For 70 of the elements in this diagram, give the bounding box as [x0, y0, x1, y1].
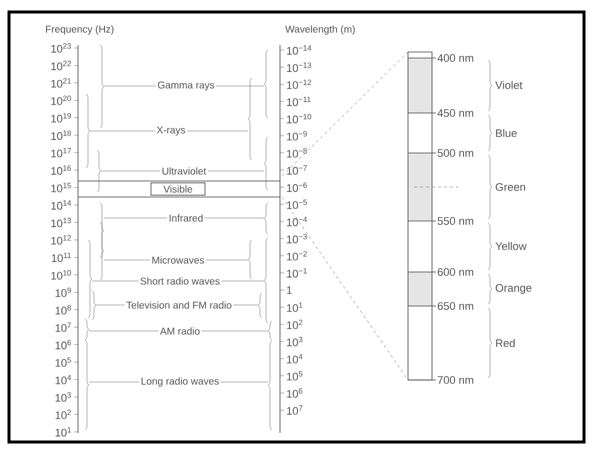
wavelength-label: 700 nm	[438, 376, 474, 384]
tick-label: 10$^{3}$	[56, 392, 71, 402]
tick-label: 10$^{7}$	[56, 322, 71, 332]
color-label: Blue	[496, 128, 517, 138]
tick-label: 10$^{2}$	[287, 320, 302, 330]
tick-label: 10$^{12}$	[51, 235, 71, 245]
tick-label: 10$^{19}$	[51, 113, 71, 123]
tick-label: 10$^{18}$	[51, 130, 71, 140]
tick-label: 10$^{8}$	[56, 305, 71, 315]
tick-label: 10$^{22}$	[51, 60, 71, 70]
axis-title: Wavelength (m)	[285, 25, 355, 35]
band-label: AM radio	[158, 326, 202, 336]
tick-label: 10$^{4}$	[56, 374, 72, 384]
tick-label: 10$^{14}$	[51, 200, 72, 210]
wavelength-label: 500 nm	[438, 149, 474, 157]
wavelength-label: 600 nm	[438, 268, 474, 276]
tick-label: 10$^{−9}$	[287, 131, 307, 141]
tick-label: 10$^{16}$	[51, 165, 71, 175]
tick-label: 10$^{6}$	[56, 340, 71, 350]
color-label: Orange	[496, 284, 532, 294]
tick-label: 10$^{−7}$	[287, 165, 307, 175]
tick-label: 10$^{−12}$	[287, 80, 312, 90]
tick-label: 10$^{−10}$	[287, 114, 312, 124]
tick-label: 10$^{21}$	[51, 78, 71, 88]
tick-label: 10$^{−4}$	[287, 216, 307, 226]
tick-label: 10$^{1}$	[287, 302, 302, 312]
band-label: Short radio waves	[138, 276, 222, 286]
tick-label: 10$^{−6}$	[287, 182, 307, 192]
tick-label: 10$^{1}$	[56, 427, 71, 437]
tick-label: 10$^{−13}$	[287, 62, 312, 72]
tick-label: 10$^{−1}$	[287, 268, 307, 278]
tick-label: 10$^{15}$	[51, 182, 71, 192]
band-label: Infrared	[167, 212, 205, 224]
tick-label: 10$^{−8}$	[287, 148, 307, 158]
color-label: Red	[496, 338, 515, 348]
tick-label: 10$^{−3}$	[287, 234, 307, 244]
band-label: Ultraviolet	[160, 166, 208, 176]
tick-label: 10$^{6}$	[287, 388, 302, 398]
tick-label: 10$^{13}$	[51, 218, 71, 228]
band-label: Gamma rays	[156, 80, 216, 92]
tick-label: 10$^{4}$	[287, 354, 302, 364]
tick-label: 10$^{2}$	[56, 410, 71, 420]
color-label: Yellow	[495, 242, 527, 250]
tick-label: 10$^{7}$	[287, 405, 302, 415]
tick-label: 10$^{9}$	[56, 288, 71, 298]
wavelength-label: 550 nm	[438, 217, 474, 225]
tick-label: 10$^{5}$	[287, 371, 302, 380]
color-label: Green	[496, 183, 526, 191]
tick-label: 10$^{−2}$	[287, 251, 307, 261]
wavelength-label: 650 nm	[438, 302, 474, 310]
tick-label: 10$^{−11}$	[287, 96, 311, 106]
wavelength-label: 400 nm	[437, 54, 474, 62]
tick-label: 10$^{20}$	[51, 96, 71, 106]
label-box: Visible	[150, 182, 206, 196]
band-label: Microwaves	[150, 254, 206, 266]
color-label: Violet	[495, 80, 522, 90]
band-label: Long radio waves	[139, 376, 221, 388]
tick-label: 10$^{17}$	[51, 148, 71, 158]
tick-label: 10$^{−14}$	[287, 45, 312, 55]
tick-label: 1	[287, 286, 292, 294]
axis-title: Frequency (Hz)	[46, 25, 114, 35]
tick-label: 10$^{−5}$	[287, 200, 307, 209]
tick-label: 10$^{10}$	[51, 270, 71, 280]
tick-label: 10$^{11}$	[52, 252, 71, 262]
band-label: X-rays	[155, 125, 187, 137]
tick-label: 10$^{3}$	[287, 336, 302, 346]
tick-label: 10$^{5}$	[56, 357, 71, 367]
wavelength-label: 450 nm	[437, 109, 474, 117]
tick-label: 10$^{23}$	[51, 43, 71, 53]
band-label: Television and FM radio	[124, 300, 234, 310]
